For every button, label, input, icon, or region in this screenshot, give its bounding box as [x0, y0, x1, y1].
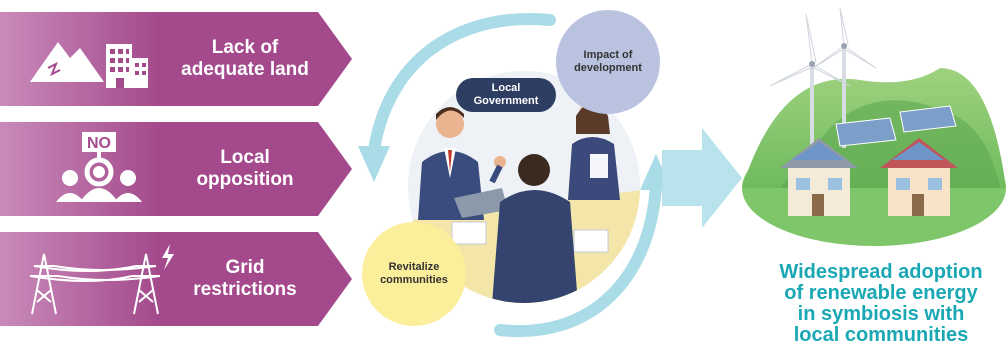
svg-text:NO: NO: [87, 135, 111, 152]
impact-label: Impact of development: [574, 49, 642, 74]
challenge-banner-land: Lack of adequate land: [0, 12, 352, 106]
challenge-banner-opposition: NO Local opposition: [0, 122, 352, 216]
no-protest-icon: NO: [56, 132, 142, 202]
impact-of-development-bubble: Impact of development: [556, 10, 660, 114]
challenge-label-land: Lack of adequate land: [181, 37, 309, 80]
mountain-building-icon: [30, 42, 148, 88]
challenge-label-grid: Grid restrictions: [193, 257, 297, 300]
big-right-arrow-icon: [662, 128, 742, 228]
wind-solar-village-icon: [742, 8, 1006, 246]
revitalize-label: Revitalize communities: [380, 261, 448, 286]
result-statement: Widespread adoption of renewable energy …: [779, 261, 983, 346]
cycle-arrows: [358, 13, 672, 338]
local-government-pill: Local Government: [456, 78, 556, 112]
meeting-illustration: [408, 71, 640, 303]
revitalize-communities-bubble: Revitalize communities: [362, 222, 466, 326]
power-tower-icon: [29, 244, 174, 315]
challenge-label-opposition: Local opposition: [196, 147, 294, 190]
challenge-banner-grid: Grid restrictions: [0, 232, 352, 326]
